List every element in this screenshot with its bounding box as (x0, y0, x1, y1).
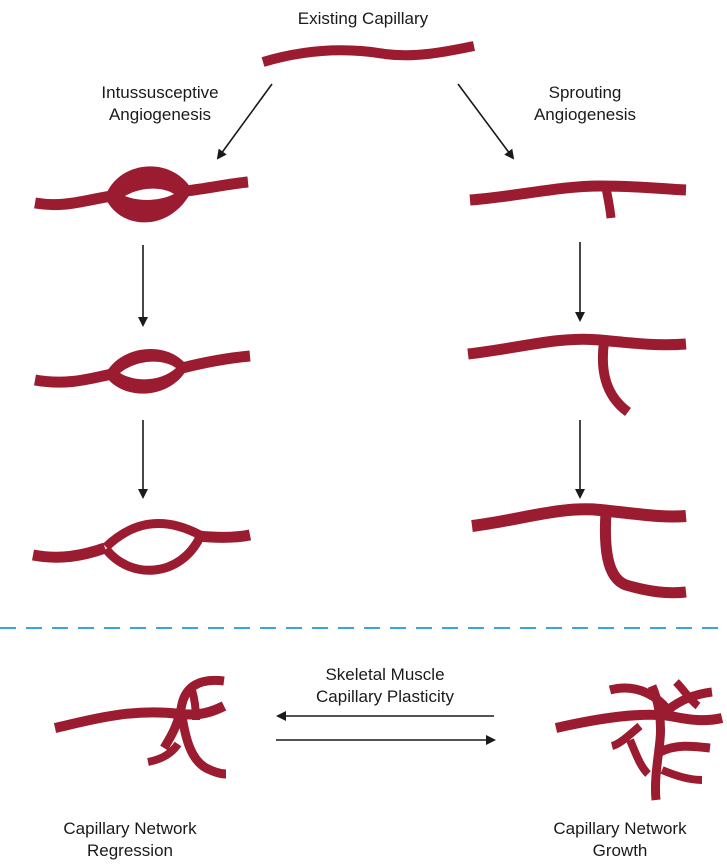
grown-network (556, 682, 722, 800)
intussusceptive-stage-1 (35, 166, 248, 222)
arrow-to-sprouting (458, 84, 513, 158)
intussusceptive-stage-3 (33, 524, 250, 571)
existing-capillary-vessel (263, 46, 474, 62)
sprouting-stage-3 (472, 509, 686, 592)
intussusceptive-stage-2 (35, 349, 250, 394)
regressed-network (55, 680, 226, 774)
sprouting-stage-2 (468, 339, 686, 412)
sprouting-stage-1 (470, 186, 686, 218)
arrow-to-intussusceptive (218, 84, 272, 158)
